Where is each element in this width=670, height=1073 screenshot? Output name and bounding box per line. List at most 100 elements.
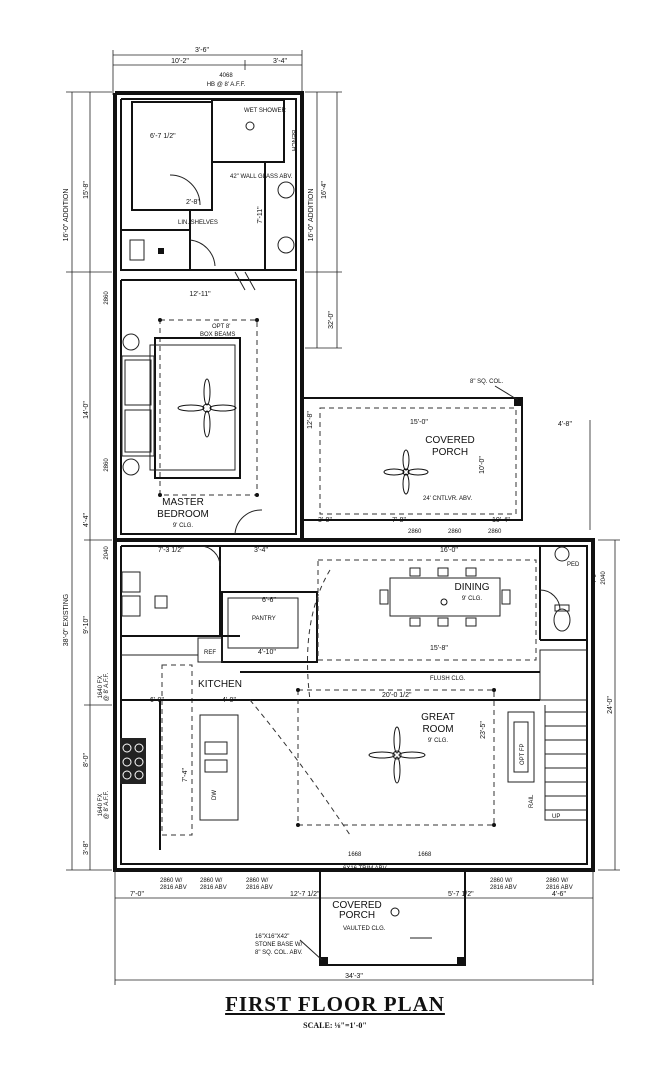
dim-right-16: 16'-4" (321, 181, 328, 199)
room-great-2: ROOM (422, 724, 453, 735)
room-kitchen: KITCHEN (198, 679, 242, 690)
note-porch-col: 8" SQ. COL. (470, 379, 503, 385)
dim-left-small: 15'-8" (83, 181, 90, 199)
great-clg: 9' CLG. (428, 738, 448, 744)
window-left-5: 1640 FX (98, 794, 104, 817)
window-front-1: 1668 (348, 852, 362, 858)
dim-bottom-total: 34'-3" (345, 973, 363, 980)
note-up: UP (552, 814, 560, 820)
window-left-4b: @ 8' A.F.F. (104, 672, 110, 701)
note-wet-shower: WET SHOWER (244, 108, 287, 114)
dim-left-existing: 38'-0" EXISTING (63, 594, 70, 646)
dim-bath-1: 6'-7 1/2" (150, 133, 176, 140)
window-porch-2: 2860 (448, 529, 462, 535)
window-front-2: 1668 (418, 852, 432, 858)
dim-porch-b: 7'-8" (392, 517, 406, 524)
powder-stairs: PED RAIL UP (529, 546, 588, 821)
porch-ceiling-fan (383, 449, 429, 495)
window-bottom-1b: 2816 ABV (160, 885, 187, 891)
note-hb: HB @ 8' A.F.F. (207, 82, 246, 88)
plan-scale: SCALE: ⅛"=1'-0" (303, 1021, 367, 1030)
dim-great-depth: 23'-5" (480, 721, 487, 739)
dim-right-32: 32'-0" (328, 311, 335, 329)
dim-left-8: 8'-0" (83, 753, 90, 767)
window-left-5b: @ 8' A.F.F. (104, 790, 110, 819)
dim-left-14: 14'-0" (83, 401, 90, 419)
room-master: MASTER (162, 497, 204, 508)
dim-dining-depth: 15'-8" (430, 645, 448, 652)
dim-porch-depth: 10'-0" (479, 456, 486, 474)
room-dining: DINING (455, 582, 490, 593)
window-bottom-4b: 2816 ABV (490, 885, 517, 891)
dim-bedroom-width: 12'-11" (189, 291, 211, 298)
dim-bottom-mid: 12'-7 1/2" (290, 891, 320, 898)
note-pantry: PANTRY (252, 616, 276, 622)
note-box-beams: OPT 8' (212, 324, 230, 330)
laundry-hall: 7'-3 1/2" 3'-4" (121, 545, 268, 637)
great-room: FLUSH CLG. 20'-0 1/2" GREAT ROOM 9' CLG.… (121, 569, 540, 872)
dim-great-width: 20'-0 1/2" (382, 692, 412, 699)
window-4068: 4068 (219, 73, 233, 79)
note-rail: RAIL (529, 794, 535, 808)
room-great: GREAT (421, 712, 455, 723)
note-opt-fp: OPT FP (520, 743, 526, 765)
note-lin-shelves: LIN. SHELVES (178, 220, 218, 226)
dim-right-addition: 16'-0" ADDITION (308, 189, 315, 242)
master-bath: WET SHOWER 42" WALL GLASS ABV. LIN. SHEL… (121, 99, 296, 291)
note-glass-wall: 42" WALL GLASS ABV. (230, 174, 293, 180)
top-dimensions: 3'-6" 10'-2" 3'-4" 4068 HB @ 8' A.F.F. (112, 47, 303, 95)
vaulted-clg: VAULTED CLG. (343, 926, 386, 932)
dim-porch-left: 12'-8" (307, 411, 314, 429)
note-trim: 6X16 TRIM ABV. (343, 866, 388, 872)
great-room-ceiling-fan (368, 726, 426, 784)
dim-bottom-right: 5'-7 1/2" (448, 891, 474, 898)
pantry: PANTRY 6'-6" 4'-10" REF (197, 591, 318, 663)
dining-clg: 9' CLG. (462, 596, 482, 602)
dim-pantry-a: 6'-6" (262, 597, 276, 604)
window-left-1: 2860 (104, 291, 110, 305)
bottom-dimensions: 2860 W/ 2816 ABV 2860 W/ 2816 ABV 2860 W… (114, 870, 594, 985)
note-ped: PED (567, 562, 580, 568)
room-covered-porch-front: COVERED (332, 900, 381, 911)
title-block: FIRST FLOOR PLAN SCALE: ⅛"=1'-0" (0, 992, 670, 1030)
window-bottom-1: 2860 W/ (160, 878, 183, 884)
dim-bottom-far-right: 4'-6" (552, 891, 566, 898)
window-right-2: 2040 (601, 571, 607, 585)
dim-laundry: 7'-3 1/2" (158, 547, 184, 554)
note-box-beams-2: BOX BEAMS (200, 332, 235, 338)
left-dimensions: 16'-0" ADDITION 38'-0" EXISTING 15'-8" 1… (63, 91, 112, 871)
note-stone-base-2: STONE BASE W/ (255, 942, 303, 948)
window-bottom-5b: 2816 ABV (546, 885, 573, 891)
dim-dining-width: 16'-0" (440, 547, 458, 554)
dim-top-right: 3'-4" (273, 58, 287, 65)
note-bench: BENCH (290, 130, 296, 151)
window-left-2: 2860 (104, 458, 110, 472)
kitchen: DW KITCHEN 6'-0" 4'-0" 7'-4" (120, 654, 242, 850)
dim-porch-width: 15'-0" (410, 419, 428, 426)
dim-porch-c: 10'-4" (492, 517, 510, 524)
window-bottom-4: 2860 W/ (490, 878, 513, 884)
dim-left-3: 3'-8" (83, 841, 90, 855)
note-flush: FLUSH CLG. (430, 676, 466, 682)
rear-covered-porch: 8" SQ. COL. 15'-0" 10'-0" 12'-8" COVERED… (302, 379, 523, 535)
dim-left-9: 9'-10" (83, 616, 90, 634)
window-bottom-2: 2860 W/ (200, 878, 223, 884)
dim-bottom-left: 7'-0" (130, 891, 144, 898)
note-dw: DW (212, 790, 218, 800)
cooktop-icon (120, 738, 146, 784)
dim-porch-right: 4'-8" (558, 421, 572, 428)
dim-top-total: 3'-6" (195, 47, 209, 54)
dim-right-24: 24'-0" (607, 696, 614, 714)
note-stone-base-3: 8" SQ. COL. ABV. (255, 950, 303, 956)
plan-title: FIRST FLOOR PLAN (225, 992, 445, 1016)
room-covered-porch-rear: COVERED (425, 435, 474, 446)
dim-kitchen-c: 7'-4" (182, 768, 189, 782)
front-covered-porch: COVERED PORCH VAULTED CLG. 16"X16"X42" S… (255, 870, 466, 966)
master-clg: 9' CLG. (173, 523, 193, 529)
window-porch-3: 2860 (488, 529, 502, 535)
right-dimensions: 16'-0" ADDITION 32'-0" 16'-4" 24'-0" 4'-… (305, 91, 620, 871)
dim-porch-a: 3'-0" (318, 517, 332, 524)
note-stone-base: 16"X16"X42" (255, 934, 289, 940)
window-bottom-3: 2860 W/ (246, 878, 269, 884)
